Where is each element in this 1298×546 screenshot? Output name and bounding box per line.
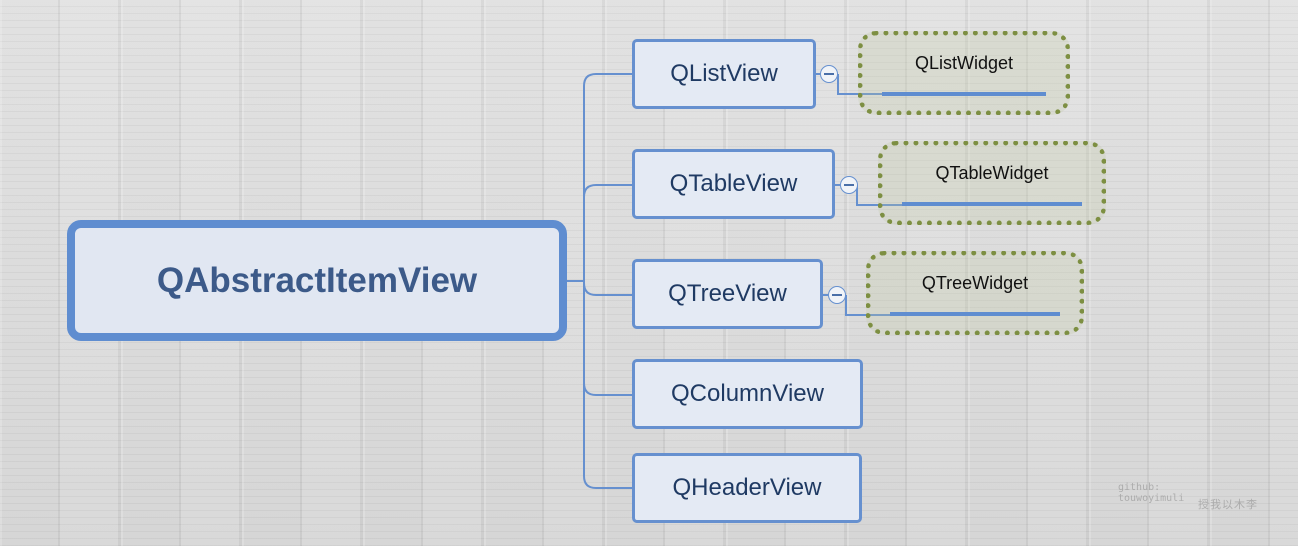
watermark: github: touwoyimuli: [1118, 482, 1184, 504]
watermark-line2: touwoyimuli: [1118, 493, 1185, 504]
node-qcolumnview[interactable]: QColumnView: [632, 359, 863, 429]
root-label: QAbstractItemView: [156, 260, 478, 300]
leaf-label: QListWidget: [914, 53, 1014, 73]
watermark-line1: github:: [1118, 482, 1161, 493]
collapse-icon[interactable]: [828, 286, 846, 304]
leaf-underline: [902, 202, 1082, 206]
link-qtreewidget: [845, 295, 890, 316]
node-qlistview[interactable]: QListView: [632, 39, 816, 109]
leaf-node-qtablewidget[interactable]: QTableWidget: [878, 141, 1106, 225]
branch-qcolumnview: [583, 382, 634, 396]
trunk-line: [583, 73, 634, 489]
branch-qtreeview: [583, 282, 634, 296]
node-qheaderview[interactable]: QHeaderView: [632, 453, 862, 523]
leaf-node-qlistwidget[interactable]: QListWidget: [858, 31, 1070, 115]
node-label: QListView: [670, 60, 778, 87]
node-label: QTreeView: [668, 280, 787, 307]
leaf-underline: [882, 92, 1046, 96]
leaf-label: QTableWidget: [935, 163, 1049, 183]
collapse-icon[interactable]: [840, 176, 858, 194]
branch-qtableview: [583, 184, 634, 198]
leaf-underline: [890, 312, 1060, 316]
node-qtreeview[interactable]: QTreeView: [632, 259, 823, 329]
link-qlistwidget: [837, 74, 882, 95]
watermark-cn: 授我以木李: [1198, 498, 1258, 511]
leaf-label: QTreeWidget: [921, 273, 1029, 293]
node-label: QTableView: [669, 170, 798, 197]
node-label: QColumnView: [671, 380, 824, 407]
root-node-qabstractitemview[interactable]: QAbstractItemView: [67, 220, 567, 341]
node-label: QHeaderView: [672, 474, 822, 501]
link-qtablewidget: [856, 185, 902, 206]
collapse-icon[interactable]: [820, 65, 838, 83]
leaf-node-qtreewidget[interactable]: QTreeWidget: [866, 251, 1084, 335]
node-qtableview[interactable]: QTableView: [632, 149, 835, 219]
